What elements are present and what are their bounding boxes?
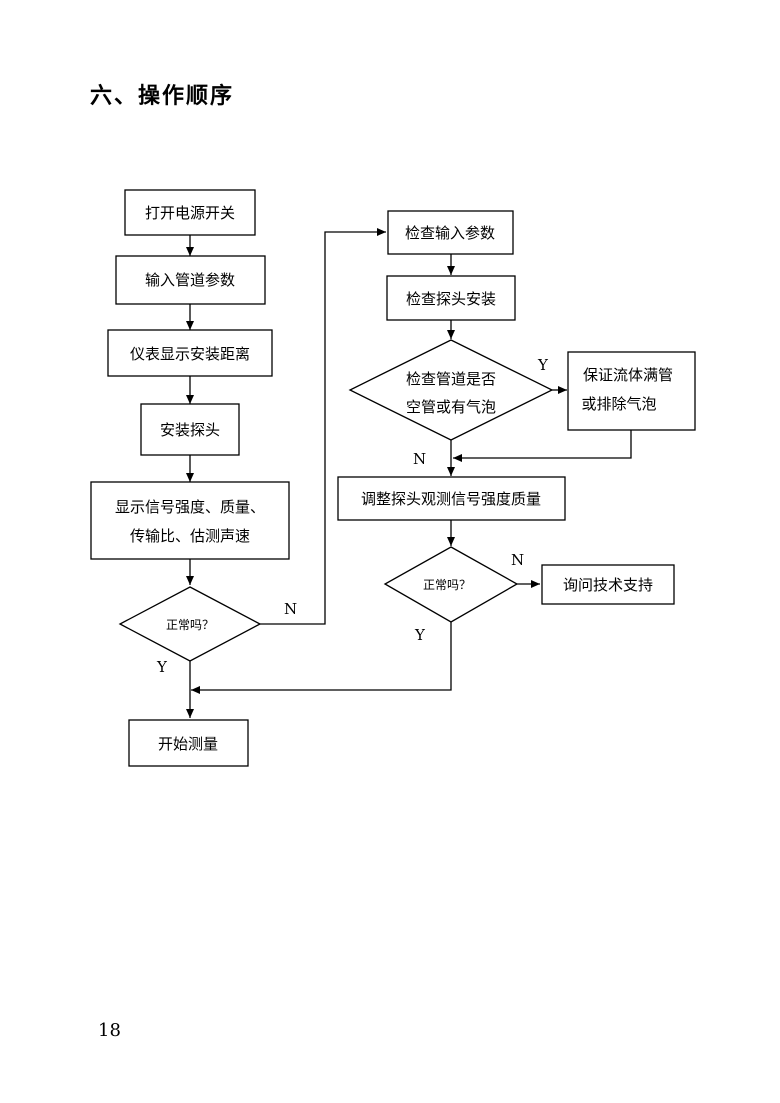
node-adjust-probe-label: 调整探头观测信号强度质量 <box>361 490 541 508</box>
decision-check-pipe-label-2: 空管或有气泡 <box>406 398 496 416</box>
decision-normal-1: 正常吗？ <box>118 586 262 662</box>
arrow-normal1-no-to-check-input <box>260 228 386 625</box>
node-check-input-params-label: 检查输入参数 <box>405 224 495 242</box>
label-normal2-yes: Y <box>414 626 426 644</box>
node-input-pipe-params: 输入管道参数 <box>115 255 266 305</box>
node-check-input-params: 检查输入参数 <box>387 210 514 255</box>
node-start-measure: 开始测量 <box>128 719 249 767</box>
section-heading: 六、操作顺序 <box>90 84 235 109</box>
node-show-install-distance: 仪表显示安装距离 <box>107 329 273 377</box>
node-input-pipe-params-label: 输入管道参数 <box>145 271 235 289</box>
node-show-install-distance-label: 仪表显示安装距离 <box>130 345 250 363</box>
label-check-pipe-no: N <box>413 450 426 468</box>
node-show-signal-label-2: 传输比、估测声速 <box>130 527 250 545</box>
label-check-pipe-yes: Y <box>537 356 549 374</box>
decision-check-pipe-label-1: 检查管道是否 <box>406 370 496 388</box>
label-normal1-no: N <box>284 600 297 618</box>
node-install-probe-label: 安装探头 <box>160 421 220 439</box>
label-normal2-no: N <box>511 551 524 569</box>
connectors <box>186 228 632 718</box>
node-ensure-full-pipe-label-1: 保证流体满管 <box>583 366 673 384</box>
node-show-signal-label-1: 显示信号强度、质量、 <box>115 498 265 516</box>
decision-normal-2: 正常吗？ <box>383 546 519 623</box>
node-ask-support: 询问技术支持 <box>541 564 675 605</box>
node-ask-support-label: 询问技术支持 <box>563 576 653 594</box>
node-power-on-label: 打开电源开关 <box>145 204 235 222</box>
page-number: 18 <box>98 1020 121 1041</box>
label-normal1-yes: Y <box>156 658 168 676</box>
decision-check-pipe: 检查管道是否 空管或有气泡 <box>348 339 554 441</box>
node-show-signal: 显示信号强度、质量、 传输比、估测声速 <box>90 481 290 560</box>
node-install-probe: 安装探头 <box>140 403 240 456</box>
node-check-probe-install: 检查探头安装 <box>386 275 516 321</box>
node-check-probe-install-label: 检查探头安装 <box>406 290 496 308</box>
decision-normal-2-label: 正常吗？ <box>423 578 471 592</box>
node-power-on: 打开电源开关 <box>124 189 256 236</box>
node-ensure-full-pipe-label-2: 或排除气泡 <box>581 395 656 413</box>
arrow-normal2-yes-to-start <box>191 622 452 694</box>
node-adjust-probe: 调整探头观测信号强度质量 <box>337 476 566 521</box>
node-start-measure-label: 开始测量 <box>158 735 218 753</box>
arrow-ensure-back <box>453 430 632 462</box>
node-ensure-full-pipe: 保证流体满管 或排除气泡 <box>567 351 696 431</box>
decision-normal-1-label: 正常吗？ <box>166 618 214 632</box>
